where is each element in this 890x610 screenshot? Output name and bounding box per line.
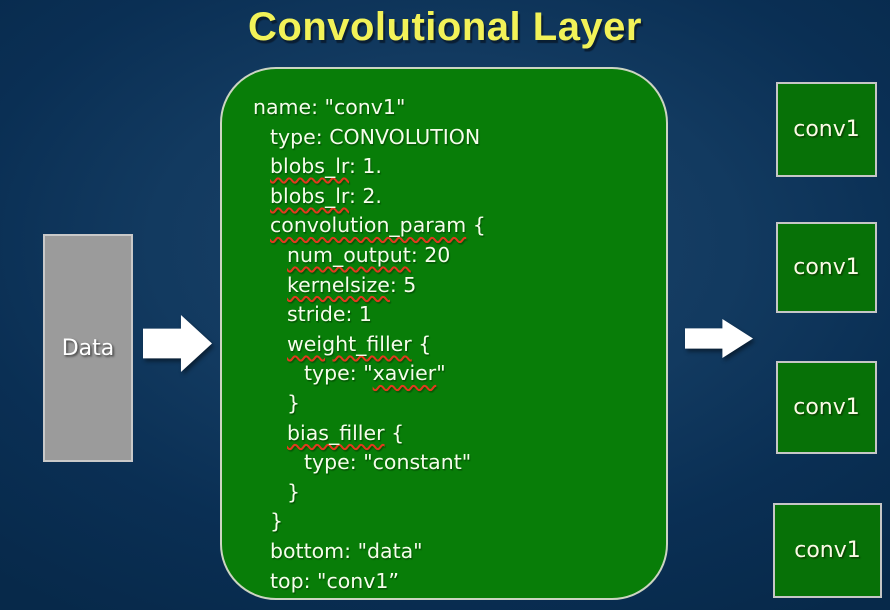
code-token: : 2. [348,183,382,208]
code-line: } [253,478,486,508]
code-token: bottom: "data" [270,538,423,563]
code-line: blobs_lr: 1. [253,152,486,182]
code-token: } [270,509,284,534]
code-token: { [466,213,486,238]
conv-output-label: conv1 [793,255,860,280]
code-line: convolution_param { [253,211,486,241]
conv-output-node: conv1 [776,222,877,313]
misspelled-token: xavier [372,361,437,386]
misspelled-token: weight_filler [287,331,412,356]
conv-output-label: conv1 [794,538,861,563]
code-token: type: " [304,361,373,386]
right-arrow-icon [143,315,212,372]
code-token: stride: 1 [287,302,372,327]
data-input-label: Data [61,335,115,361]
code-line: num_output: 20 [253,241,486,271]
conv-output-node: conv1 [773,503,882,598]
code-token: { [411,331,432,356]
code-line: type: "xavier" [253,359,486,389]
conv-output-node: conv1 [776,361,877,454]
data-input-node: Data [43,234,133,462]
code-line: top: "conv1” [253,567,486,597]
code-token: " [436,361,446,386]
misspelled-token: kernelsize [287,272,390,297]
code-line: stride: 1 [253,300,486,330]
code-line: weight_filler { [253,330,486,360]
code-token: type: CONVOLUTION [270,124,481,149]
code-line: type: CONVOLUTION [253,123,486,153]
code-token: : 20 [410,242,451,267]
flow-arrow-right [685,319,753,358]
misspelled-token: bias_filler [287,420,385,445]
code-token: : 1. [348,154,382,179]
code-token: } [287,479,301,504]
slide-title: Convolutional Layer [248,5,642,49]
conv-output-label: conv1 [793,395,860,420]
code-token: : 5 [389,272,417,297]
misspelled-token: num_output [287,242,411,267]
code-token: { [384,420,405,445]
code-line: bottom: "data" [253,537,486,567]
conv-output-label: conv1 [793,117,860,142]
code-token: type: "constant" [304,450,472,475]
conv-output-node: conv1 [776,82,877,177]
misspelled-token: convolution_param [270,213,467,238]
code-line: name: "conv1" [253,93,486,123]
code-line: bias_filler { [253,419,486,449]
code-line: } [253,389,486,419]
code-line: } [253,507,486,537]
flow-arrow-left [143,315,212,372]
right-arrow-icon [685,319,753,358]
code-line: blobs_lr: 2. [253,182,486,212]
code-line: type: "constant" [253,448,486,478]
code-token: } [287,390,301,415]
code-line: kernelsize: 5 [253,271,486,301]
misspelled-token: blobs_lr [270,183,349,208]
misspelled-token: blobs_lr [270,154,349,179]
code-token: top: "conv1” [270,568,400,593]
code-token: name: "conv1" [253,95,406,119]
